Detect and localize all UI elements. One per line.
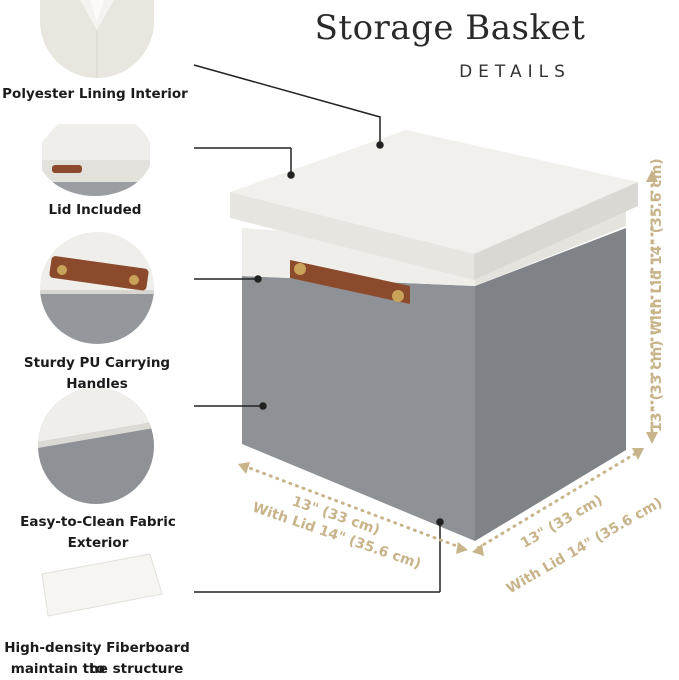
fiberboard-label-line1: High-density Fiberboard to <box>4 640 190 677</box>
lid-label: Lid Included <box>48 202 142 218</box>
lining-label: Polyester Lining Interior <box>2 86 188 102</box>
page-title: Storage Basket <box>314 8 586 48</box>
fabric-label: Easy-to-Clean Fabric Exterior <box>20 514 176 551</box>
fiberboard-label-line2: maintain the structure <box>10 661 184 677</box>
fabric-detail-image <box>38 388 154 504</box>
handle-detail-image <box>40 232 154 344</box>
storage-basket-image <box>220 126 640 546</box>
height-dimension-label: 13" (33 cm) With Lid 14" (35.6 cm) <box>649 158 665 432</box>
fiberboard-detail-image <box>28 550 166 620</box>
page-subtitle: DETAILS <box>459 62 571 82</box>
handle-label: Sturdy PU Carrying Handles <box>23 355 171 392</box>
lid-detail-image <box>38 112 152 196</box>
lining-detail-image <box>40 0 154 78</box>
